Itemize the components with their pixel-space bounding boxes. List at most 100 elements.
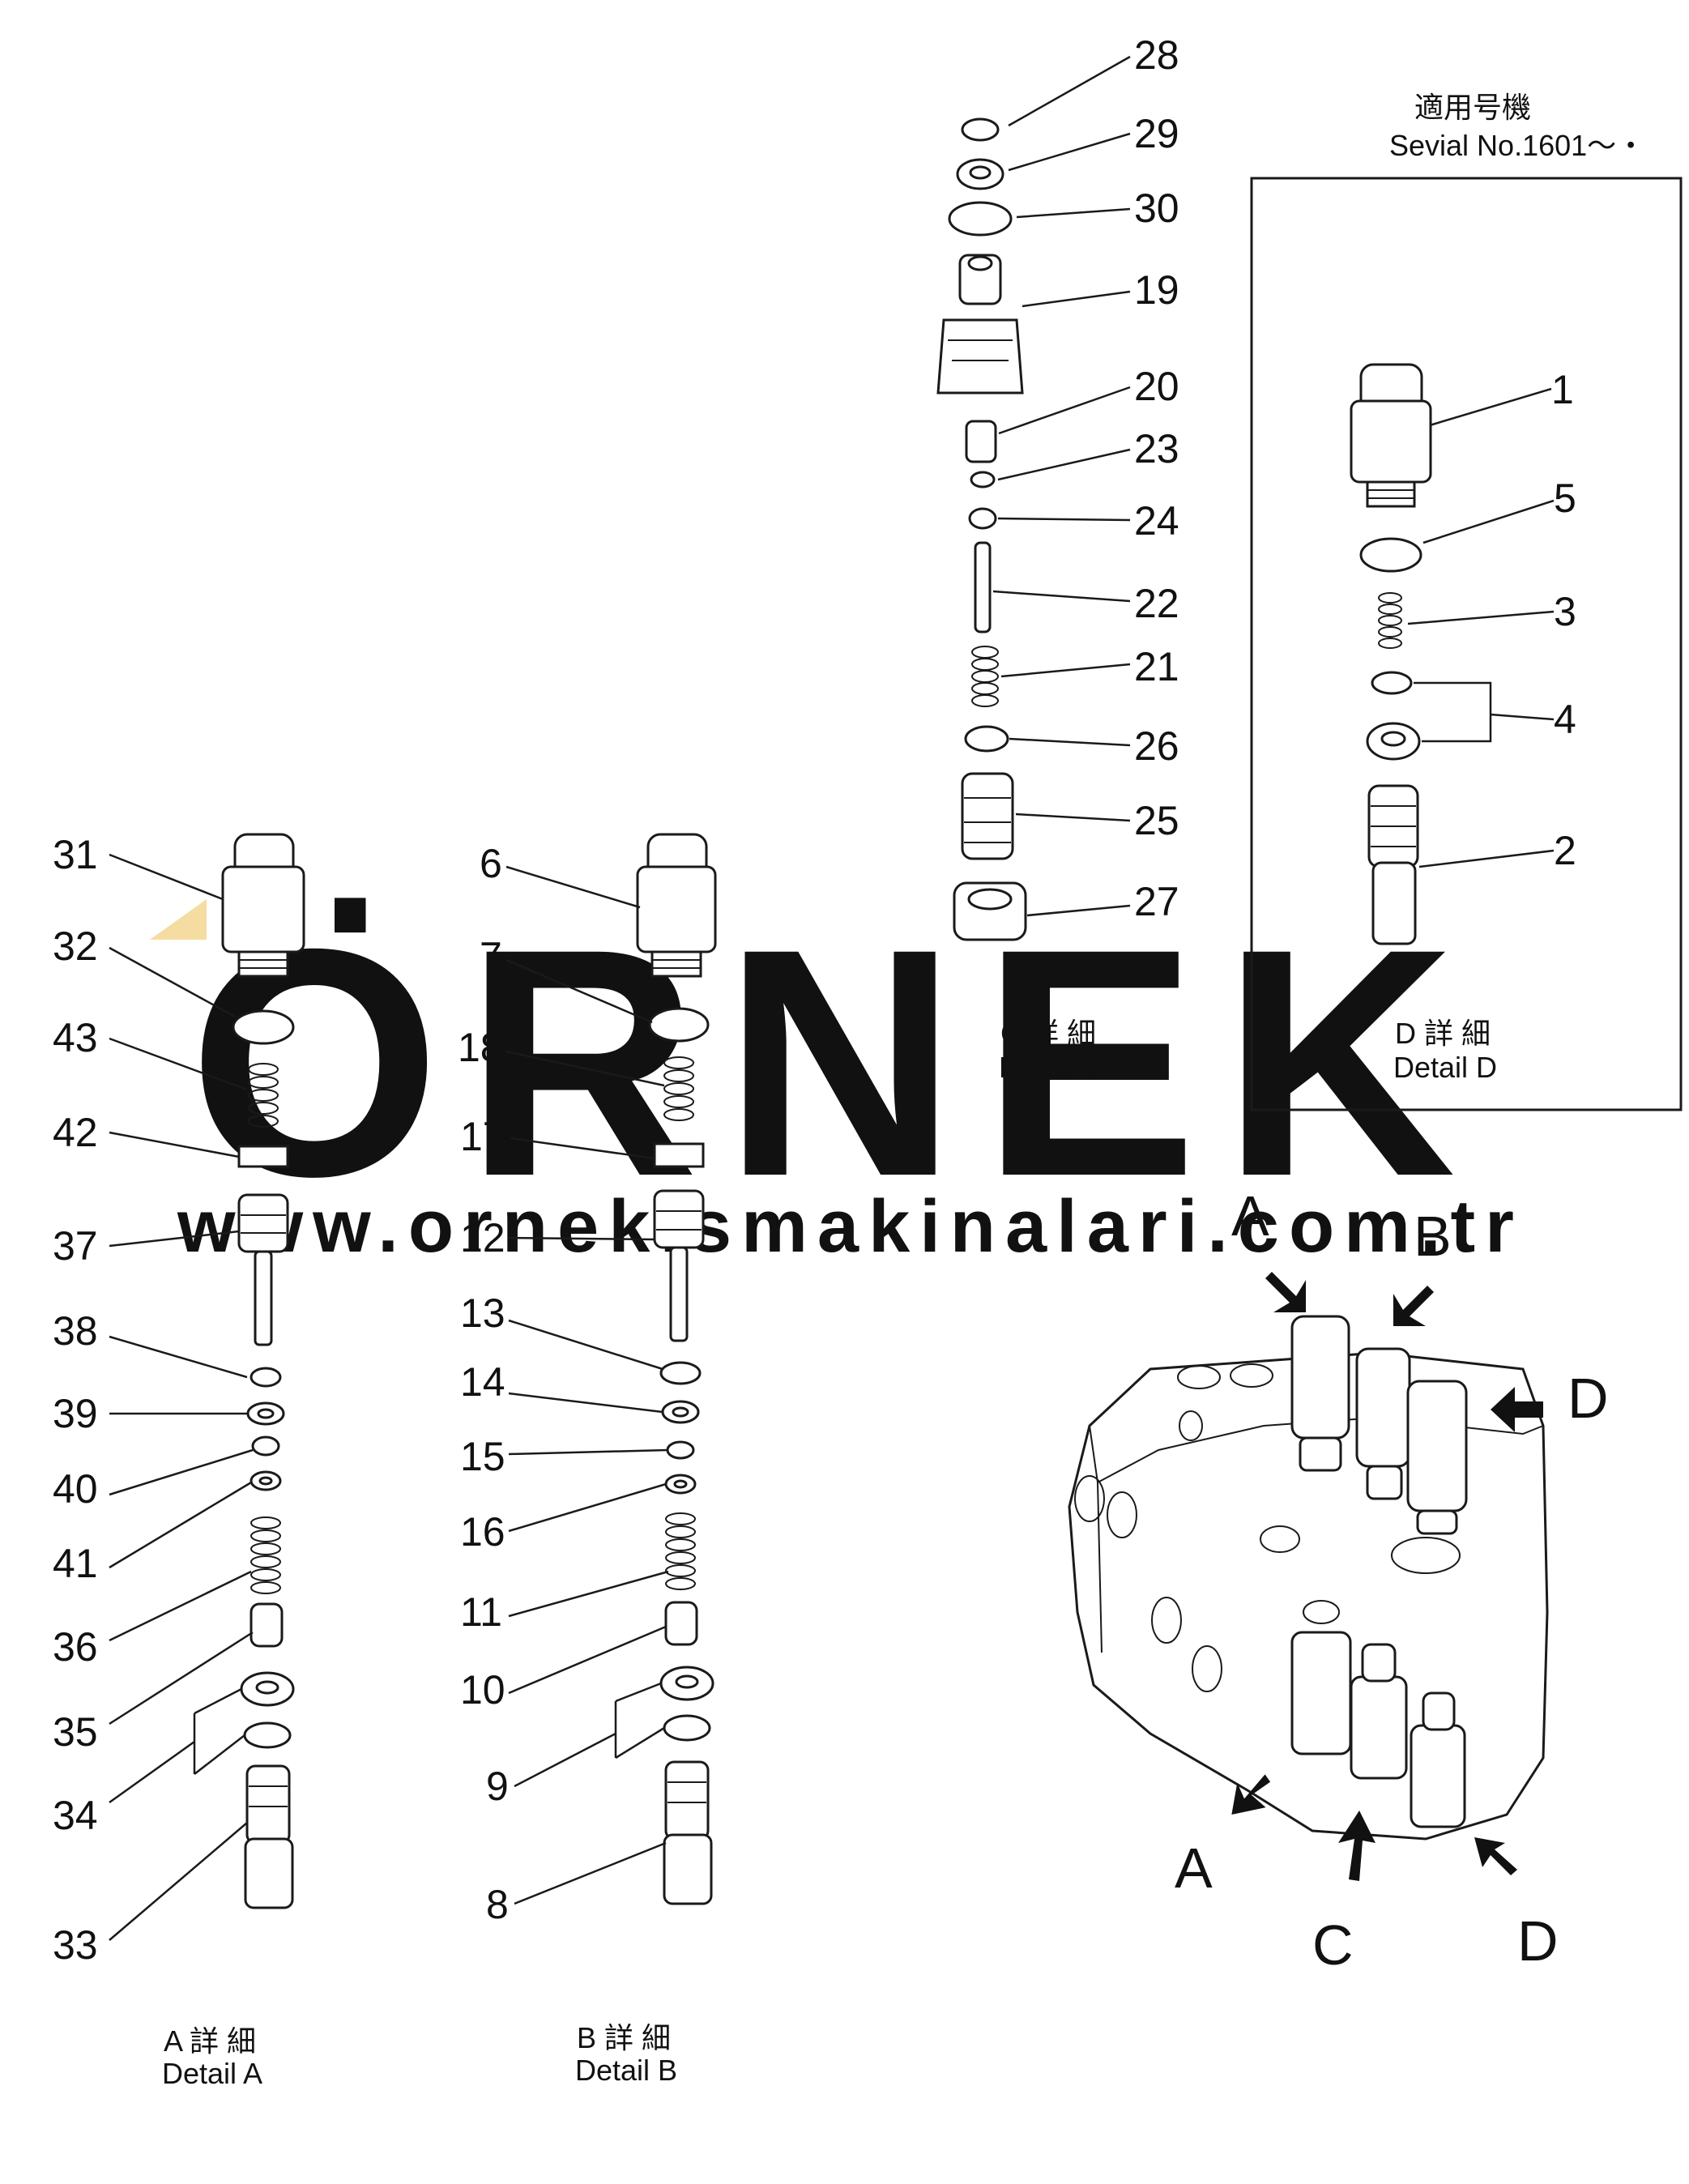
part-30-oring (948, 201, 1013, 237)
valve-top-plug-a (1290, 1315, 1350, 1472)
part-37-spool (237, 1193, 289, 1346)
callout-41: 41 (53, 1541, 98, 1586)
detail-c-jp: C 詳 細 (1000, 1017, 1096, 1050)
callout-20: 20 (1134, 364, 1179, 409)
callout-19: 19 (1134, 267, 1179, 313)
arrow-label-top-d: D (1567, 1367, 1609, 1430)
part-26-oring (964, 725, 1009, 753)
callout-15: 15 (460, 1434, 505, 1479)
callout-1: 1 (1551, 367, 1574, 412)
part-19-plug (936, 254, 1024, 395)
part-6-plug (636, 833, 717, 978)
callout-42: 42 (53, 1110, 98, 1155)
detail-c-label: Detail C (999, 1051, 1103, 1084)
arrow-label-top-a: A (1231, 1184, 1269, 1248)
part-1-plug (1350, 363, 1432, 508)
part-24-ring (968, 507, 997, 530)
part-36-spring (250, 1516, 281, 1594)
arrow-bottom-a (1231, 1774, 1271, 1815)
callout-39: 39 (53, 1391, 98, 1436)
part-5-oring (1359, 537, 1422, 573)
part-22-poppet (974, 541, 992, 633)
part-7-oring (648, 1007, 710, 1043)
part-21-spring (971, 646, 999, 707)
detail-c: 28 29 30 19 20 23 24 22 21 26 25 27 C 詳 … (936, 32, 1179, 1084)
part-12-spool (653, 1189, 705, 1342)
detail-a: 31 32 43 42 37 38 39 40 41 36 35 34 33 A… (53, 832, 305, 2090)
callout-13: 13 (460, 1290, 505, 1336)
callout-32: 32 (53, 924, 98, 969)
part-40-ring (251, 1435, 280, 1457)
detail-d-jp: D 詳 細 (1395, 1017, 1491, 1050)
callout-35: 35 (53, 1709, 98, 1755)
part-23-ring (970, 471, 996, 488)
watermark-accent (150, 899, 207, 940)
part-27-nut (953, 881, 1027, 941)
valve-top-plug-d (1406, 1380, 1468, 1535)
watermark-brand: ÖRNEK (189, 881, 1481, 1243)
callout-30: 30 (1134, 186, 1179, 231)
callout-17: 17 (460, 1114, 505, 1159)
detail-b-label: Detail B (575, 2054, 677, 2087)
part-20-seat (965, 420, 997, 463)
callout-31: 31 (53, 832, 98, 877)
callout-40: 40 (53, 1466, 98, 1512)
valve-top-plug-b (1355, 1347, 1411, 1500)
part-15-ring (666, 1440, 695, 1460)
callout-37: 37 (53, 1223, 98, 1269)
part-3-spring (1378, 592, 1402, 649)
detail-d-label: Detail D (1393, 1051, 1497, 1084)
callout-23: 23 (1134, 426, 1179, 471)
part-9-oring (663, 1714, 711, 1742)
callout-8: 8 (486, 1882, 509, 1927)
callout-22: 22 (1134, 581, 1179, 626)
callout-27: 27 (1134, 879, 1179, 924)
detail-b: 6 7 18 17 12 13 14 15 16 11 10 9 8 B 詳 細… (458, 833, 717, 2087)
detail-a-jp: A 詳 細 (164, 2024, 256, 2058)
part-13-ring (659, 1361, 702, 1385)
callout-14: 14 (460, 1359, 505, 1405)
part-34-oring (243, 1721, 292, 1749)
arrow-label-top-b: B (1414, 1205, 1452, 1268)
part-42-nut (237, 1145, 289, 1168)
callout-36: 36 (53, 1624, 98, 1670)
part-38-ring (250, 1367, 282, 1388)
arrow-top-d (1491, 1387, 1543, 1432)
serial-number: Sevial No.1601～・ (1389, 129, 1645, 162)
callout-25: 25 (1134, 798, 1179, 843)
arrow-bottom-c (1338, 1811, 1376, 1881)
part-18-spring (663, 1056, 694, 1121)
arrow-top-a (1265, 1272, 1306, 1312)
callout-3: 3 (1554, 589, 1576, 634)
part-35-seat (250, 1602, 284, 1648)
callout-11: 11 (460, 1589, 502, 1635)
callout-9: 9 (486, 1764, 509, 1809)
arrow-label-bottom-d: D (1517, 1909, 1559, 1973)
part-8-sleeve (663, 1760, 713, 1905)
valve-assembly: A B D A C D (1068, 1184, 1609, 1977)
part-17-nut (653, 1142, 705, 1168)
part-11-spring (665, 1512, 696, 1590)
callout-29: 29 (1134, 111, 1179, 156)
watermark: ÖRNEK www.ornekismakinalari.com.tr (150, 881, 1514, 1268)
callout-33: 33 (53, 1922, 98, 1968)
callout-21: 21 (1134, 644, 1179, 689)
arrow-label-bottom-a: A (1175, 1836, 1213, 1900)
callout-43: 43 (53, 1015, 98, 1060)
arrow-bottom-d (1474, 1837, 1517, 1875)
callout-34: 34 (53, 1793, 98, 1838)
detail-a-label: Detail A (162, 2057, 262, 2090)
serial-jp: 適用号機 (1414, 91, 1531, 124)
callout-4: 4 (1554, 697, 1576, 742)
detail-d: 1 5 3 4 2 D 詳 細 Detail D (1350, 363, 1576, 1084)
callout-24: 24 (1134, 498, 1179, 544)
part-33-sleeve (244, 1764, 294, 1909)
part-28-oring (961, 117, 1000, 142)
callout-6: 6 (480, 841, 502, 886)
part-32-oring (232, 1009, 295, 1045)
arrow-top-b (1393, 1286, 1434, 1326)
callout-16: 16 (460, 1509, 505, 1555)
callout-38: 38 (53, 1308, 98, 1354)
part-2-sleeve (1367, 784, 1419, 945)
